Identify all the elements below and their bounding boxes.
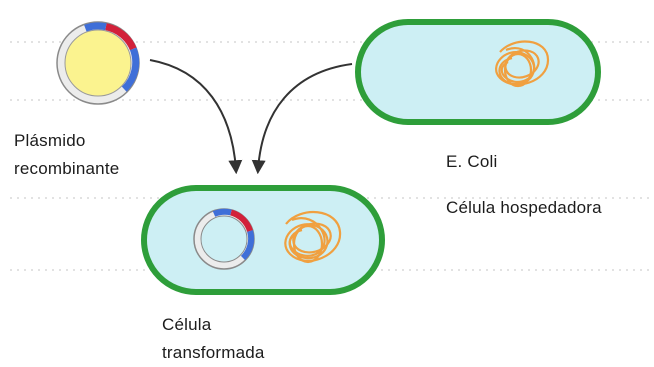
transformed-label-line2: transformada [162,342,265,364]
transformed-cell-wall [144,188,382,292]
transformed-plasmid [194,209,254,269]
transformed-label-line1: Célula [162,314,211,336]
plasmid-label-line2: recombinante [14,158,119,180]
host-cell-label: Célula hospedadora [446,197,602,219]
host-cell-wall [358,22,598,122]
plasmid-arrow [150,60,236,170]
plasmid-label-line1: Plásmido [14,130,86,152]
plasmid-insert-blue-top [85,26,106,28]
host-arrow [258,64,352,170]
host-ecoli-cell [358,22,598,122]
plasmid-lumen [65,30,131,96]
ecoli-label: E. Coli [446,151,497,173]
recombinant-plasmid [57,22,139,104]
transformed-cell [144,188,382,292]
